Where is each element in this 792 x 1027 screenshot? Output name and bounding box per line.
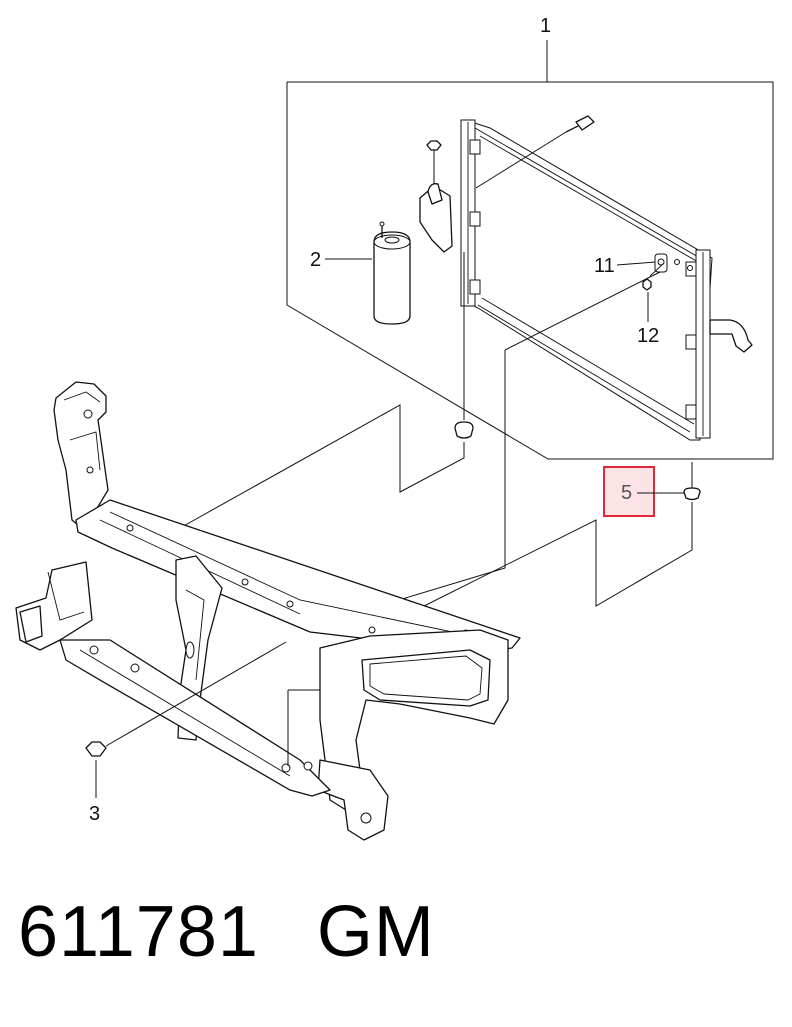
callout-12: 12 bbox=[637, 325, 659, 347]
callout-5: 5 bbox=[621, 482, 632, 504]
callout-11: 11 bbox=[594, 255, 615, 277]
condenser bbox=[419, 115, 753, 441]
brand-name: GM bbox=[316, 892, 435, 972]
callout-5-highlight bbox=[603, 466, 655, 517]
callout-1: 1 bbox=[540, 15, 551, 37]
parts-diagram: 1 bbox=[15, 15, 774, 841]
radiator-support-frame bbox=[15, 381, 521, 841]
nut-3 bbox=[85, 741, 107, 757]
callout-1-group: 1 bbox=[286, 15, 774, 460]
callout-2: 2 bbox=[310, 249, 321, 271]
part-number: 611781 bbox=[18, 892, 259, 972]
callout-11-leader bbox=[616, 261, 656, 266]
mount-leaders bbox=[179, 252, 701, 623]
callout-3-group: 3 bbox=[85, 641, 320, 825]
callout-3: 3 bbox=[89, 803, 100, 825]
condenser-assembly-box bbox=[286, 81, 774, 460]
receiver-drier: 2 bbox=[310, 221, 411, 325]
callout-5-group: 5 bbox=[603, 466, 684, 517]
